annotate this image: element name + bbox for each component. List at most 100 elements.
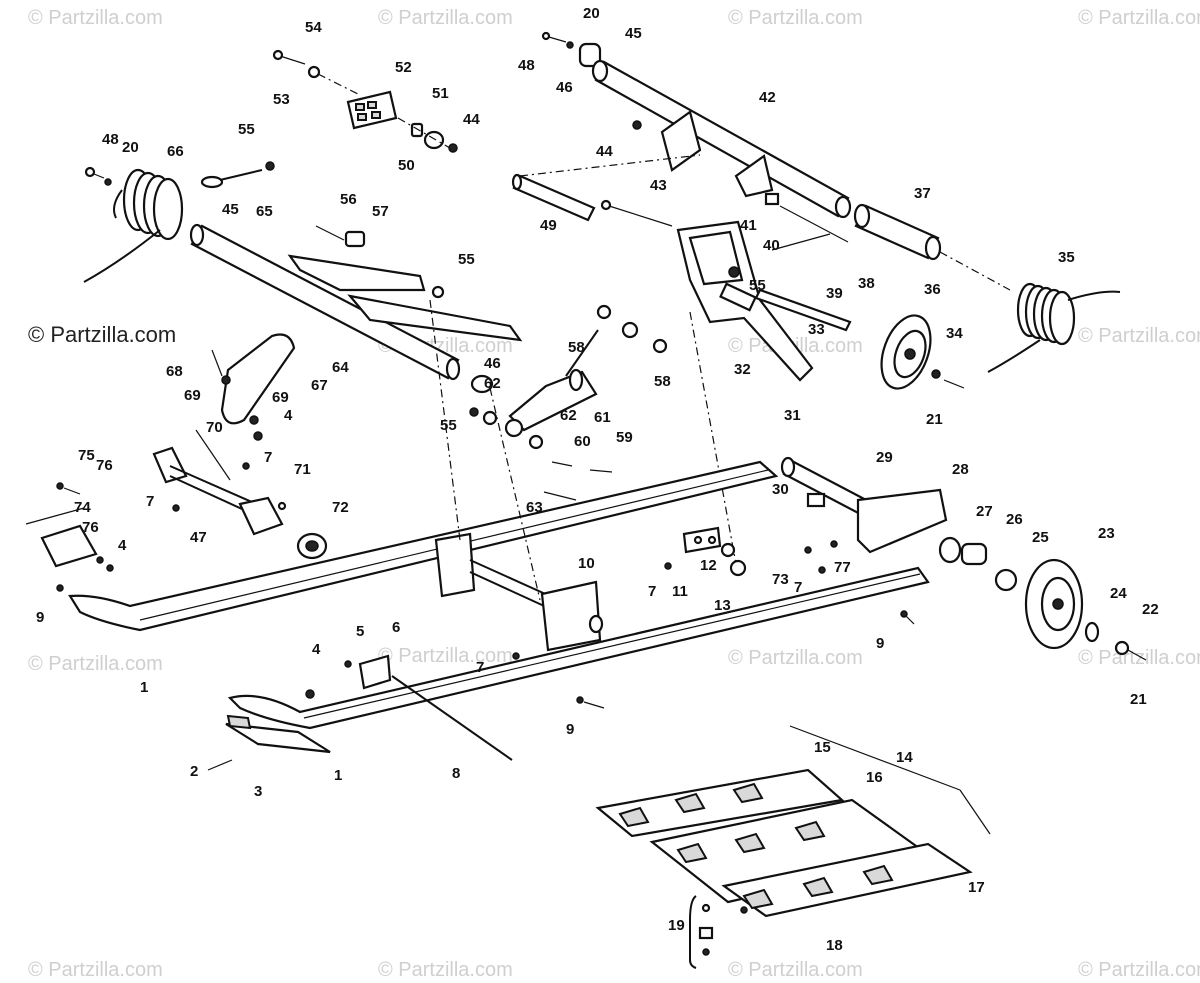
callout-label: 53 bbox=[273, 91, 290, 108]
callout-label: 41 bbox=[740, 217, 757, 234]
callout-label: 47 bbox=[190, 529, 207, 546]
callout-label: 52 bbox=[395, 59, 412, 76]
callout-label: 72 bbox=[332, 499, 349, 516]
callout-label: 32 bbox=[734, 361, 751, 378]
callout-label: 21 bbox=[1130, 691, 1147, 708]
callout-label: 49 bbox=[540, 217, 557, 234]
callout-label: 24 bbox=[1110, 585, 1127, 602]
callout-label: 60 bbox=[574, 433, 591, 450]
callout-label: 16 bbox=[866, 769, 883, 786]
track-section bbox=[595, 725, 991, 969]
callout-label: 77 bbox=[834, 559, 851, 576]
callout-label: 64 bbox=[332, 359, 349, 376]
callout-label: 62 bbox=[560, 407, 577, 424]
callout-label: 67 bbox=[311, 377, 328, 394]
callout-label: 5 bbox=[356, 623, 364, 640]
callout-label: 22 bbox=[1142, 601, 1159, 618]
callout-label: 7 bbox=[648, 583, 656, 600]
callout-label: 11 bbox=[672, 583, 688, 600]
callout-label: 28 bbox=[952, 461, 969, 478]
callout-label: 73 bbox=[772, 571, 789, 588]
callout-label: 51 bbox=[432, 85, 449, 102]
callout-label: 19 bbox=[668, 917, 685, 934]
callout-label: 15 bbox=[814, 739, 831, 756]
callout-label: 55 bbox=[458, 251, 475, 268]
callout-label: 58 bbox=[568, 339, 585, 356]
callout-label: 1 bbox=[334, 767, 342, 784]
watermark: © Partzilla.com bbox=[28, 653, 163, 675]
callout-label: 20 bbox=[122, 139, 139, 156]
callout-label: 29 bbox=[876, 449, 893, 466]
torsion-spring-left bbox=[83, 166, 184, 283]
callout-label: 33 bbox=[808, 321, 825, 338]
upper-front-shaft bbox=[541, 31, 852, 243]
callout-label: 13 bbox=[714, 597, 731, 614]
callout-label: 43 bbox=[650, 177, 667, 194]
callout-label: 9 bbox=[566, 721, 574, 738]
callout-label: 45 bbox=[222, 201, 239, 218]
callout-label: 4 bbox=[312, 641, 321, 658]
watermark: © Partzilla.com bbox=[1078, 647, 1200, 669]
callout-label: 25 bbox=[1032, 529, 1049, 546]
callout-label: 57 bbox=[372, 203, 389, 220]
rear-axle-assembly bbox=[780, 456, 1147, 661]
watermark-prominent: © Partzilla.com bbox=[28, 322, 176, 347]
callout-label: 66 bbox=[167, 143, 184, 160]
callout-label: 61 bbox=[594, 409, 611, 426]
callout-label: 56 bbox=[340, 191, 357, 208]
callout-label: 46 bbox=[556, 79, 573, 96]
top-hardware bbox=[272, 49, 458, 153]
slide-rail-left bbox=[56, 460, 779, 632]
callout-label: 9 bbox=[36, 609, 44, 626]
callout-label: 63 bbox=[526, 499, 543, 516]
callout-label: 14 bbox=[896, 749, 913, 766]
watermark: © Partzilla.com bbox=[728, 959, 863, 981]
callout-label: 69 bbox=[184, 387, 201, 404]
callout-label: 4 bbox=[284, 407, 293, 424]
slide-rail-right bbox=[225, 566, 930, 754]
callout-label: 7 bbox=[476, 659, 484, 676]
callout-label: 8 bbox=[452, 765, 460, 782]
callout-label: 69 bbox=[272, 389, 289, 406]
watermark: © Partzilla.com bbox=[1078, 7, 1200, 29]
callout-label: 7 bbox=[146, 493, 154, 510]
callout-label: 18 bbox=[826, 937, 843, 954]
callout-label: 40 bbox=[763, 237, 780, 254]
eye-bolt bbox=[200, 161, 275, 189]
callout-label: 36 bbox=[924, 281, 941, 298]
callout-label: 20 bbox=[583, 5, 600, 22]
torsion-spring-right bbox=[987, 282, 1121, 373]
rail-brackets bbox=[429, 299, 604, 652]
callout-label: 39 bbox=[826, 285, 843, 302]
callout-label: 68 bbox=[166, 363, 183, 380]
callout-label: 76 bbox=[82, 519, 99, 536]
watermarks: © Partzilla.com © Partzilla.com © Partzi… bbox=[28, 7, 1200, 981]
callout-label: 62 bbox=[484, 375, 501, 392]
callout-label: 31 bbox=[784, 407, 801, 424]
front-link bbox=[211, 333, 296, 441]
callout-label: 42 bbox=[759, 89, 776, 106]
watermark: © Partzilla.com bbox=[378, 7, 513, 29]
callout-label: 48 bbox=[102, 131, 119, 148]
callout-label: 44 bbox=[463, 111, 480, 128]
callout-label: 54 bbox=[305, 19, 322, 36]
callout-label: 7 bbox=[264, 449, 272, 466]
callout-label: 37 bbox=[914, 185, 931, 202]
callout-label: 45 bbox=[625, 25, 642, 42]
callout-label: 44 bbox=[596, 143, 613, 160]
callout-label: 12 bbox=[700, 557, 717, 574]
callout-labels: 54 53 52 51 50 44 20 48 46 45 42 44 43 4… bbox=[36, 5, 1159, 954]
watermark: © Partzilla.com bbox=[378, 645, 513, 667]
idler-wheel-upper bbox=[880, 314, 965, 390]
callout-label: 46 bbox=[484, 355, 501, 372]
callout-label: 21 bbox=[926, 411, 943, 428]
watermark: © Partzilla.com bbox=[28, 959, 163, 981]
callout-label: 34 bbox=[946, 325, 963, 342]
callout-label: 59 bbox=[616, 429, 633, 446]
callout-label: 7 bbox=[794, 579, 802, 596]
shock-absorber bbox=[469, 304, 668, 450]
rail-wear-parts bbox=[207, 610, 915, 771]
watermark: © Partzilla.com bbox=[1078, 325, 1200, 347]
callout-label: 10 bbox=[578, 555, 595, 572]
